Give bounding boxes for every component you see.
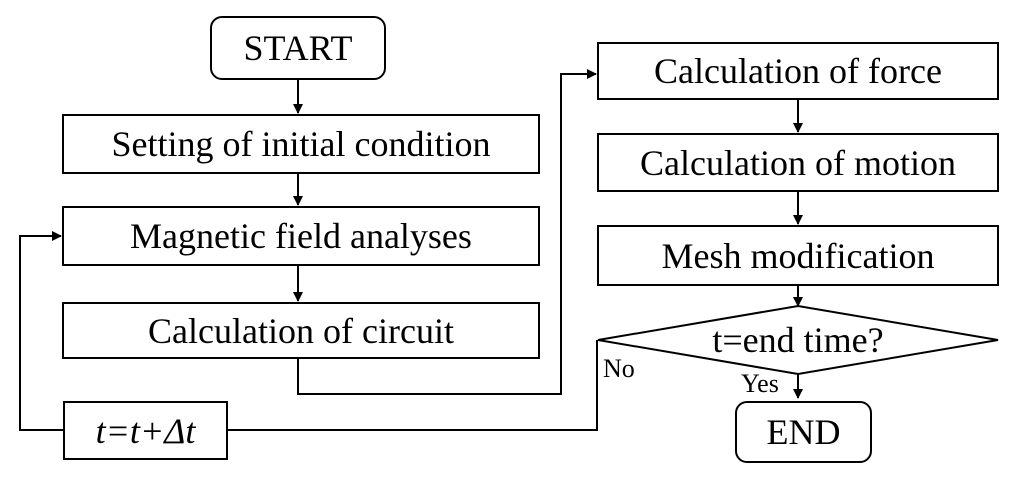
end-node: END [735,401,872,463]
magnetic-field-label: Magnetic field analyses [130,216,472,256]
circuit-label: Calculation of circuit [148,310,454,351]
force-node: Calculation of force [597,42,999,100]
end-label: END [766,412,841,452]
force-label: Calculation of force [654,51,942,91]
initial-condition-label: Setting of initial condition [111,124,491,164]
mesh-node: Mesh modification [597,225,999,286]
arrow-circuit-to-force [297,69,597,395]
mesh-label: Mesh modification [661,235,935,276]
decision-label: t=end time? [712,320,884,360]
circuit-node: Calculation of circuit [62,302,540,359]
start-label: START [243,28,353,68]
time-step-node: t=t+Δt [63,401,228,460]
no-label: No [603,354,635,383]
motion-node: Calculation of motion [597,133,999,192]
time-step-label: t=t+Δt [95,410,196,451]
magnetic-field-node: Magnetic field analyses [62,206,540,266]
decision-diamond [597,304,999,376]
initial-condition-node: Setting of initial condition [62,114,540,174]
arrow-timestep-to-magnetic [19,231,63,431]
start-node: START [210,16,386,80]
yes-label: Yes [741,369,779,398]
motion-label: Calculation of motion [640,142,956,183]
arrow-decision-no-to-timestep [228,340,598,431]
